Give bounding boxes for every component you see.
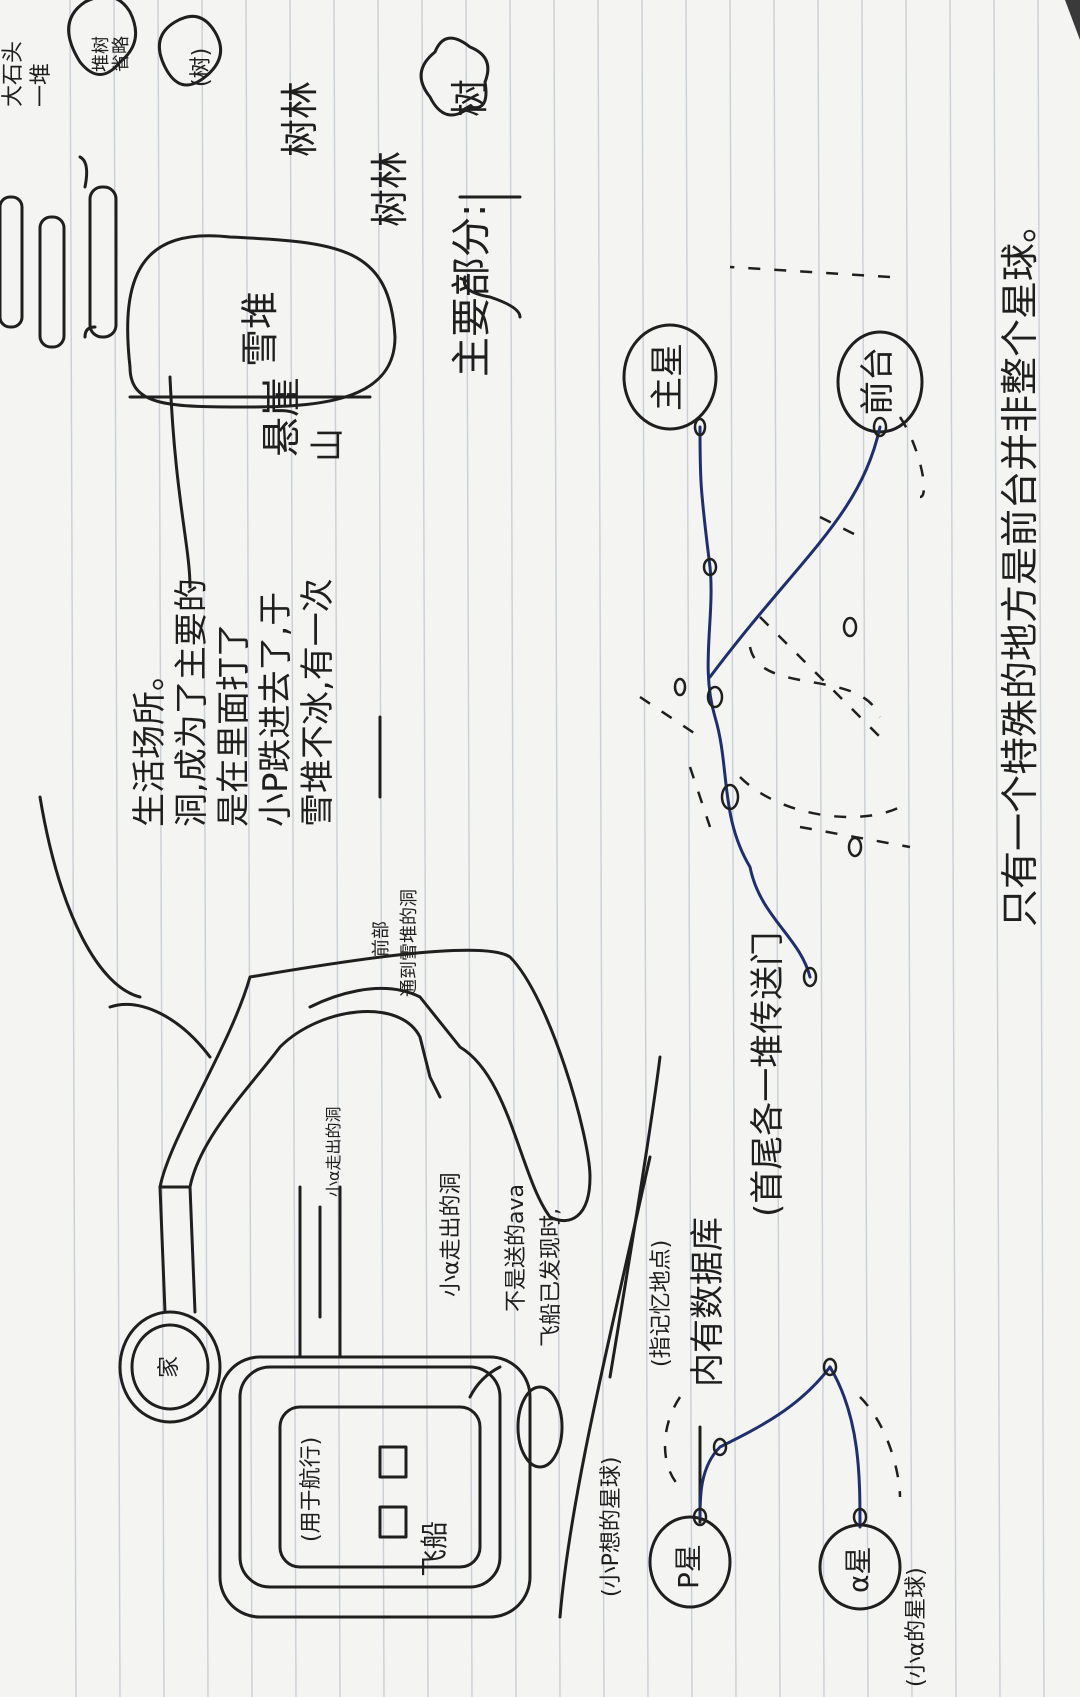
ruled-line (465, 0, 473, 1697)
cave-upper-text-2: 前部 (371, 921, 392, 957)
story-line-1: 雪堆不冰,有一次 (298, 578, 338, 827)
ruled-line (949, 0, 957, 1697)
tree-note-label: (树) (189, 47, 214, 87)
alpha-left-cave-text: 小α走出的洞 (439, 1172, 464, 1297)
story-line-2: 小P跌进去了,于 (256, 591, 296, 827)
cliff-label: 悬崖 (259, 377, 305, 457)
discovered-text-1: 飞船已发现时, (539, 1208, 564, 1347)
ruled-line (289, 0, 297, 1697)
data-records-note: (指记忆地点) (649, 1239, 674, 1367)
cave-upper-text: 通到雪堆的洞 (399, 889, 420, 997)
big-stones-label-2: 大石头 (1, 40, 26, 107)
snow-pile-label: 雪堆 (238, 290, 282, 367)
story-line-3: 是在里面打了 (214, 623, 254, 827)
upper-tunnel-inner (188, 1010, 442, 1189)
woods-label-2: 树林 (368, 150, 412, 227)
trees-label: 树 (448, 78, 492, 117)
ruled-line (861, 0, 869, 1697)
ruled-line (729, 0, 737, 1697)
p-star-label: P星 (672, 1544, 705, 1589)
upper-tunnel (158, 948, 592, 1223)
ruled-line (993, 0, 1001, 1697)
alpha-path (698, 1365, 832, 1519)
story-line-5: 生活场所。 (130, 657, 170, 827)
discovered-text-2: 不是送的ava (504, 1184, 529, 1312)
alpha-star-note: (小α的星球) (904, 1567, 929, 1687)
main-path (698, 425, 812, 979)
spaceship-door (468, 1365, 502, 1399)
ruled-line (157, 0, 165, 1697)
alpha-link (828, 1365, 862, 1529)
tree-detail-cloud (67, 0, 138, 76)
p-star-note: (小P想的星球) (599, 1456, 624, 1597)
alpha-star-label: α星 (842, 1546, 875, 1593)
ruled-line (245, 0, 253, 1697)
ruled-line (905, 0, 913, 1697)
spaceship-use-text: (用于航行) (299, 1436, 324, 1542)
snow-pile-outline (126, 234, 397, 409)
ruled-line (333, 0, 341, 1697)
tunnel-branch (38, 795, 142, 999)
spaceship-room (218, 1355, 532, 1619)
cave-window (516, 1385, 564, 1469)
front-desk-label: 前台 (858, 347, 898, 415)
big-stone (0, 195, 24, 329)
ruled-line (201, 0, 209, 1697)
p-star-circle (648, 1515, 732, 1609)
cliff-line (168, 375, 192, 589)
spaceship-room-inner (238, 1365, 502, 1589)
home-inner (130, 1323, 210, 1411)
ruled-line (1037, 0, 1045, 1697)
home-outer (118, 1310, 222, 1424)
tree-detail-1: 省略 (111, 36, 132, 72)
spaceship-text: 飞船 (418, 1520, 451, 1577)
mountain-label: 山 (308, 428, 348, 462)
main-star-label: 主星 (648, 343, 688, 411)
tree-note-cloud (157, 14, 223, 87)
ruled-line (377, 0, 385, 1697)
home-stem (158, 1185, 197, 1314)
stones-brace (78, 155, 97, 339)
woods-label-1: 树林 (278, 80, 322, 157)
home-label: 家 (157, 1355, 182, 1378)
spaceship-window (378, 1505, 408, 1539)
cave-outer-wall-2 (608, 1055, 662, 1379)
main-star-circle (622, 323, 718, 431)
ruled-line (817, 0, 825, 1697)
ruled-line (421, 0, 429, 1697)
ruled-line (597, 0, 605, 1697)
front-desk-path (708, 425, 882, 679)
alpha-tunnel-text: 小α走出的洞 (324, 1106, 343, 1197)
ruled-line (509, 0, 517, 1697)
ruled-line (685, 0, 693, 1697)
main-parts-brace (462, 275, 522, 319)
tree-detail-2: 堆树 (91, 36, 112, 72)
big-stone (38, 215, 66, 349)
story-line-4: 洞,成为了主要的 (172, 578, 212, 827)
portals-note: (首尾各一堆传送门 (748, 931, 788, 1217)
spaceship-window (378, 1445, 408, 1479)
contains-data-note: 内有数据库 (688, 1217, 728, 1387)
title-text: 只有一个特殊的地方是前台并非整个星球。 (998, 204, 1042, 927)
big-stone (88, 185, 118, 339)
main-parts-label: 主要部分: (449, 203, 495, 377)
ruled-line (69, 0, 77, 1697)
spaceship-body (278, 1405, 482, 1569)
big-stones-label-1: 一堆 (29, 62, 54, 107)
ruled-line (553, 0, 561, 1697)
tunnel-branch-2 (108, 1002, 212, 1059)
ruled-line (641, 0, 649, 1697)
trees-cloud (419, 36, 490, 117)
